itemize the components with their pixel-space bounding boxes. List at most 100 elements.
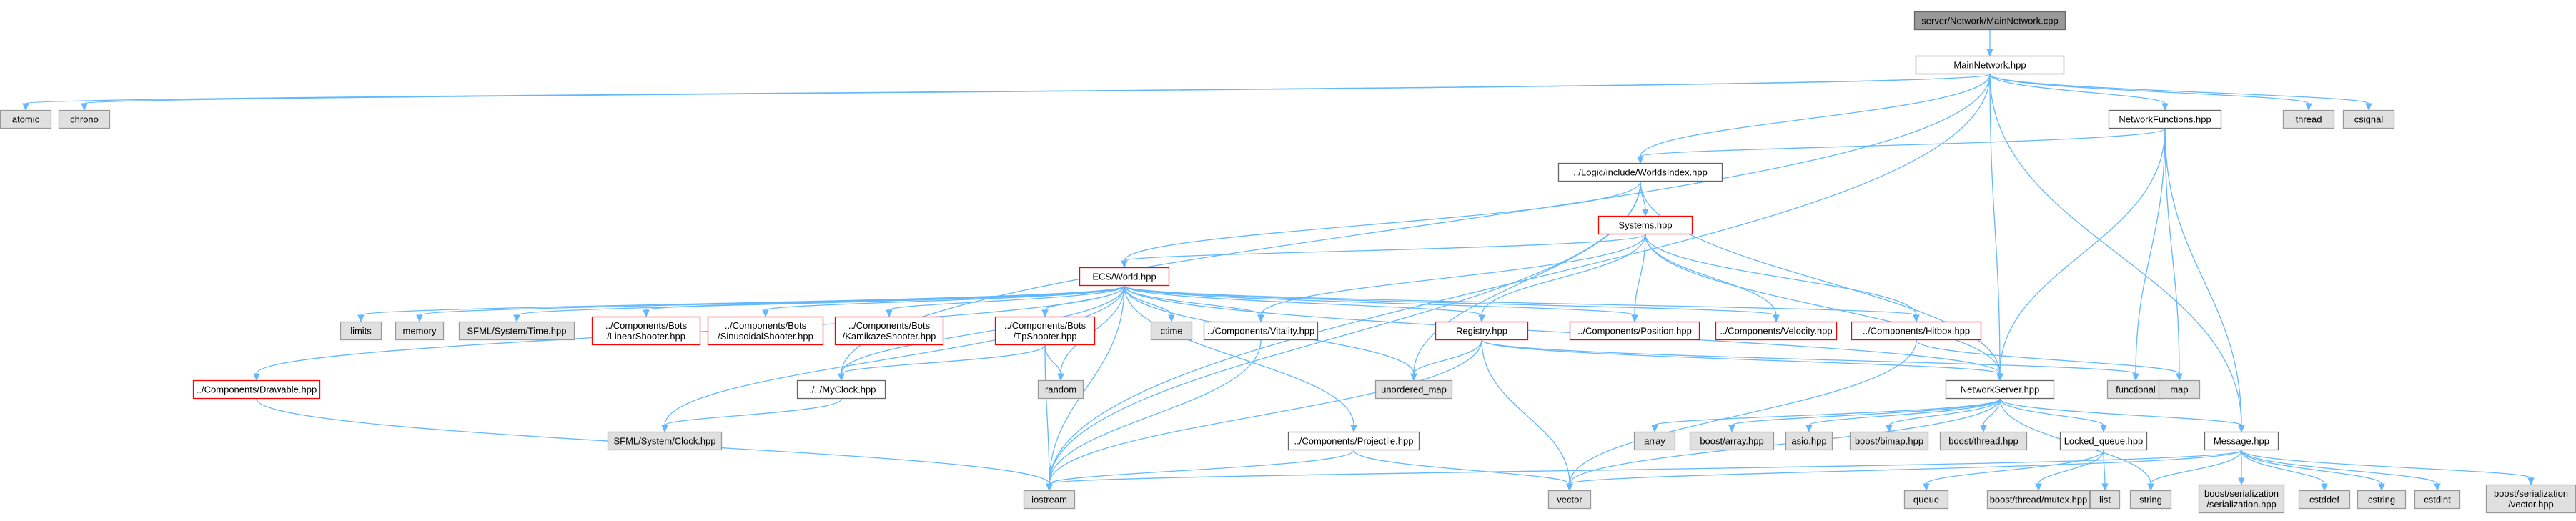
node-random: random [1037, 379, 1084, 400]
edge-line [1926, 450, 2104, 485]
node-tpshooter[interactable]: ../Components/Bots/TpShooter.hpp [994, 316, 1096, 346]
edge-line [1569, 339, 1917, 485]
node-box [1945, 379, 2055, 400]
node-systems[interactable]: Systems.hpp [1597, 215, 1693, 235]
node-box [1557, 162, 1723, 182]
edge-line [1481, 339, 2001, 374]
node-label: random [1045, 384, 1076, 395]
node-box [340, 321, 382, 341]
node-box [1689, 431, 1775, 451]
node-kamikaze[interactable]: ../Components/Bots/KamikazeShooter.hpp [834, 316, 944, 346]
node-array: array [1633, 431, 1676, 451]
node-box [1913, 11, 2066, 31]
node-label: boost/bimap.hpp [1855, 436, 1923, 447]
node-netfunc[interactable]: NetworkFunctions.hpp [2108, 109, 2222, 129]
edge-line [1049, 339, 1262, 485]
edge-line [1640, 74, 1991, 157]
edge-arrowhead [1886, 425, 1893, 433]
edge-arrowhead [2035, 483, 2042, 492]
node-mainnet[interactable]: MainNetwork.hpp [1915, 55, 2065, 75]
edge-line [1049, 450, 2242, 485]
edge-line [1989, 74, 2309, 104]
edge-registry-to-iostream [1046, 339, 1482, 492]
edge-mainnet-to-iostream [1046, 74, 1991, 492]
edge-line [1049, 339, 1482, 485]
edge-registry-to-netserver [1481, 339, 2003, 382]
node-label: chrono [70, 114, 99, 125]
node-cstring: cstring [2357, 490, 2407, 510]
edge-line [1124, 285, 1635, 316]
node-box [591, 316, 701, 346]
node-boostarray: boost/array.hpp [1689, 431, 1775, 451]
node-sinus[interactable]: ../Components/Bots/SinusoidalShooter.hpp [707, 316, 824, 346]
node-worldsidx[interactable]: ../Logic/include/WorldsIndex.hpp [1557, 162, 1723, 182]
edge-line [516, 285, 1125, 316]
node-world[interactable]: ECS/World.hpp [1079, 267, 1170, 287]
node-drawable[interactable]: ../Components/Drawable.hpp [192, 379, 321, 400]
edge-myclock-to-sfmlclock [661, 398, 842, 433]
node-registry[interactable]: Registry.hpp [1435, 321, 1529, 341]
edge-line [1413, 339, 1482, 374]
node-box [192, 379, 321, 400]
edge-projectile-to-iostream [1046, 450, 1354, 492]
node-label: functional [2116, 384, 2156, 395]
edge-arrowhead [2238, 425, 2245, 433]
node-box [2342, 109, 2395, 129]
edge-projectile-to-vector [1353, 450, 1573, 492]
edge-line [1124, 234, 1646, 262]
edge-arrowhead [886, 309, 893, 318]
edge-line [2241, 450, 2382, 485]
edge-arrowhead [1350, 425, 1357, 433]
node-box [834, 316, 944, 346]
node-vitality[interactable]: ../Components/Vitality.hpp [1203, 321, 1319, 341]
node-label: list [2099, 495, 2111, 505]
node-main_cpp[interactable]: server/Network/MainNetwork.cpp [1913, 11, 2066, 31]
node-vector: vector [1547, 490, 1592, 510]
node-bvector: boost/serialization/vector.hpp [2485, 484, 2576, 514]
edge-arrowhead [1913, 314, 1920, 323]
edge-arrowhead [1805, 425, 1813, 433]
edge-line [664, 398, 842, 426]
edge-arrowhead [1566, 483, 1573, 492]
node-hitbox[interactable]: ../Components/Hitbox.hpp [1851, 321, 1982, 341]
edge-systems-to-vitality [1257, 234, 1646, 323]
node-label: map [2170, 384, 2188, 395]
node-label: ../Components/Vitality.hpp [1207, 326, 1315, 337]
node-mutex: boost/thread/mutex.hpp [1986, 490, 2091, 510]
edge-line [1044, 285, 1125, 311]
node-label: limits [350, 326, 372, 337]
edge-line [1654, 398, 2001, 426]
edge-line [1640, 128, 2166, 157]
node-position[interactable]: ../Components/Position.hpp [1569, 321, 1700, 341]
node-memory: memory [395, 321, 445, 341]
node-sfmltime: SFML/System/Time.hpp [458, 321, 575, 341]
node-label: /TpShooter.hpp [1014, 331, 1077, 342]
node-label: vector [1557, 495, 1582, 505]
edge-arrowhead [1986, 49, 1993, 57]
edge-world-to-sfmlclock [661, 285, 1125, 433]
node-label: /SinusoidalShooter.hpp [718, 331, 813, 342]
node-netserver[interactable]: NetworkServer.hpp [1945, 379, 2055, 400]
node-label: ../Components/Hitbox.hpp [1863, 326, 1970, 337]
edge-lockedq-to-list [2101, 450, 2109, 492]
edge-arrowhead [643, 309, 650, 318]
node-label: NetworkServer.hpp [1961, 384, 2040, 395]
edge-arrowhead [1631, 314, 1638, 323]
node-linear[interactable]: ../Components/Bots/LinearShooter.hpp [591, 316, 701, 346]
edge-arrowhead [513, 314, 520, 323]
edge-line [841, 285, 1125, 374]
node-lockedq[interactable]: Locked_queue.hpp [2059, 431, 2148, 451]
edge-line [1481, 339, 1570, 485]
node-box [796, 379, 886, 400]
edge-world-to-hitbox [1124, 285, 1920, 323]
node-iostream: iostream [1023, 490, 1076, 510]
edge-hitbox-to-map [1916, 339, 2183, 382]
edge-line [1049, 181, 1641, 485]
node-box [1849, 431, 1929, 451]
node-projectile[interactable]: ../Components/Projectile.hpp [1287, 431, 1420, 451]
node-velocity[interactable]: ../Components/Velocity.hpp [1715, 321, 1838, 341]
node-box [2158, 379, 2201, 400]
node-myclock[interactable]: ../../MyClock.hpp [796, 379, 886, 400]
node-message[interactable]: Message.hpp [2204, 431, 2279, 451]
edge-line [1049, 285, 1125, 485]
